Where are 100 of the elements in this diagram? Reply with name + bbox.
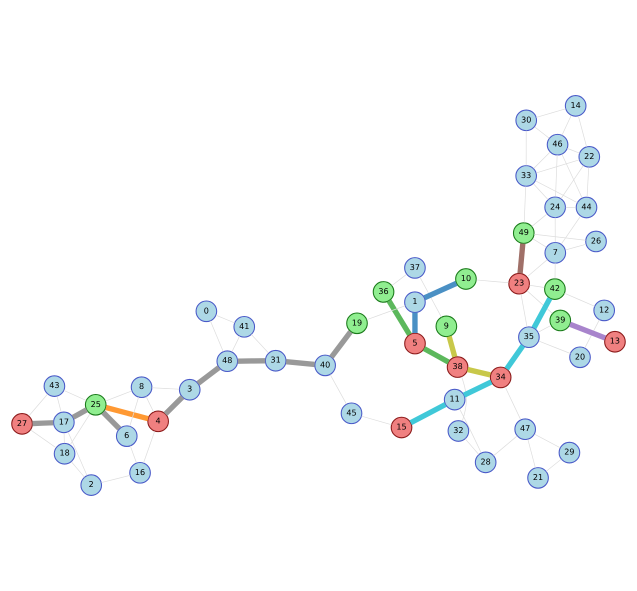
node-circle: 25 (84, 394, 107, 416)
connector (578, 116, 587, 148)
connector (566, 148, 580, 154)
connector (446, 336, 458, 358)
connector (534, 234, 586, 241)
node-circle: 20 (569, 346, 591, 368)
connector (28, 394, 48, 416)
connector (423, 280, 458, 300)
node-circle: 34 (490, 366, 512, 388)
connector (529, 284, 545, 288)
connector (216, 314, 236, 324)
node-circle: 3 (178, 378, 201, 401)
connector (531, 214, 548, 227)
node-circle: 10 (455, 268, 477, 290)
connector (565, 244, 586, 250)
connector (536, 159, 580, 174)
node-circle: 47 (514, 418, 536, 440)
connector (100, 475, 130, 483)
node-circle: 8 (130, 376, 152, 398)
connector (459, 408, 482, 454)
node-circle: 22 (578, 146, 600, 168)
connector (386, 299, 412, 336)
node-circle: 40 (314, 354, 336, 376)
node-circle: 43 (44, 375, 66, 397)
connector (30, 430, 56, 448)
node-circle: 48 (216, 350, 238, 372)
connector (564, 292, 596, 307)
node-circle: 11 (444, 388, 466, 410)
connector (130, 446, 137, 464)
connector (361, 416, 392, 426)
node-circle: 35 (518, 326, 540, 348)
connector (517, 243, 526, 274)
connector (533, 184, 548, 200)
node-circle: 29 (558, 442, 580, 464)
node-circle: 37 (404, 257, 426, 279)
connector (524, 186, 526, 224)
connector (555, 154, 558, 198)
connector (504, 386, 522, 420)
connector (565, 207, 576, 208)
connector (554, 262, 556, 280)
node-circle: 2 (80, 474, 102, 496)
node-circle: 7 (544, 242, 566, 264)
connector (562, 154, 582, 198)
connector (68, 432, 88, 476)
node-circle: 17 (53, 412, 75, 434)
node-circle: 44 (576, 196, 598, 218)
connector (409, 402, 447, 426)
connector (528, 438, 536, 468)
connector (461, 376, 467, 422)
connector (532, 297, 552, 330)
connector (420, 276, 442, 318)
node-circle: 14 (564, 95, 586, 117)
connector (250, 334, 269, 354)
connector (462, 380, 493, 398)
connector (105, 390, 132, 402)
node-circle: 26 (585, 230, 607, 252)
connector (520, 294, 528, 328)
connector (152, 387, 180, 390)
node-circle: 28 (474, 452, 496, 474)
node-circle: 1 (404, 291, 426, 314)
node-circle: 41 (233, 316, 256, 338)
connector (146, 396, 154, 412)
connector (71, 462, 85, 478)
connector (536, 108, 566, 118)
node-circle: 27 (11, 413, 33, 435)
node-circle: 42 (544, 278, 566, 300)
connector (546, 458, 562, 472)
connector (560, 216, 581, 244)
connector (533, 152, 550, 169)
connector (232, 336, 240, 352)
connector (64, 432, 65, 444)
connector (105, 404, 149, 422)
node-circle: 46 (546, 134, 568, 156)
node-circle: 0 (196, 300, 218, 322)
connector (56, 396, 62, 412)
node-circle: 31 (264, 350, 287, 372)
node-circle: 12 (593, 300, 616, 322)
connector (526, 259, 548, 278)
connector (562, 115, 572, 136)
node-circle: 6 (116, 425, 138, 447)
connector (129, 396, 139, 427)
node-circle: 38 (446, 356, 468, 378)
connector (70, 413, 90, 446)
connector (366, 305, 406, 320)
connector (422, 346, 450, 364)
connector (210, 320, 224, 352)
node-circle: 15 (390, 416, 412, 438)
connector (535, 180, 578, 204)
connector (554, 217, 556, 243)
connector (164, 395, 184, 416)
node-circle: 23 (508, 272, 530, 295)
node-circle: 30 (515, 110, 538, 132)
connector (464, 438, 480, 455)
connector (586, 166, 590, 198)
node-circle: 36 (372, 281, 394, 303)
node-circle: 45 (340, 402, 362, 424)
connector (286, 359, 315, 368)
connector (493, 436, 518, 456)
connector (32, 420, 54, 426)
connector (526, 290, 553, 314)
